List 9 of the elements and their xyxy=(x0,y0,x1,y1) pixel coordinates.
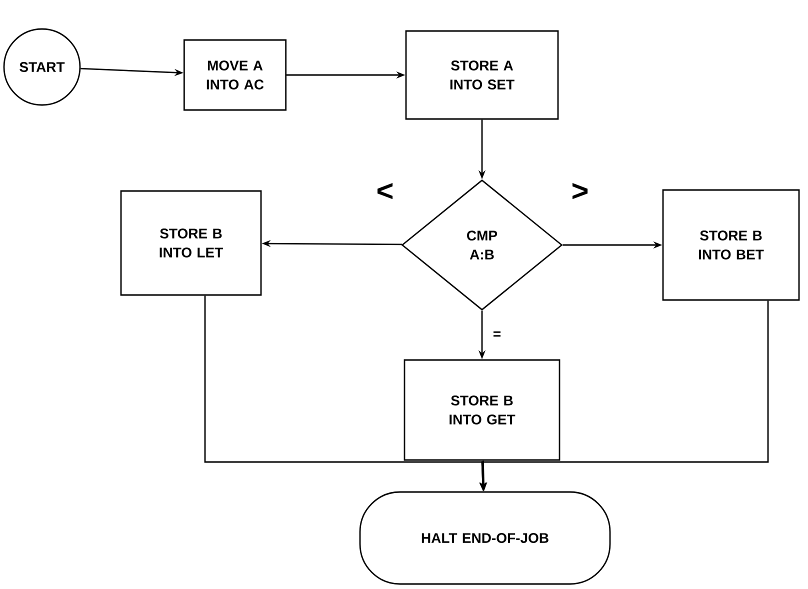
edge-label: = xyxy=(492,330,502,340)
process-box: STORE A INTO SET xyxy=(405,30,559,120)
process-box: STORE B INTO BET xyxy=(662,189,800,301)
process-box: STORE B INTO LET xyxy=(120,190,262,296)
edge-label: > xyxy=(570,182,590,202)
process-box: STORE B INTO GET xyxy=(404,359,560,461)
terminal-box: HALT END-OF-JOB xyxy=(359,491,611,585)
edge-label: < xyxy=(375,182,395,202)
process-box: MOVE A INTO AC xyxy=(183,39,287,111)
